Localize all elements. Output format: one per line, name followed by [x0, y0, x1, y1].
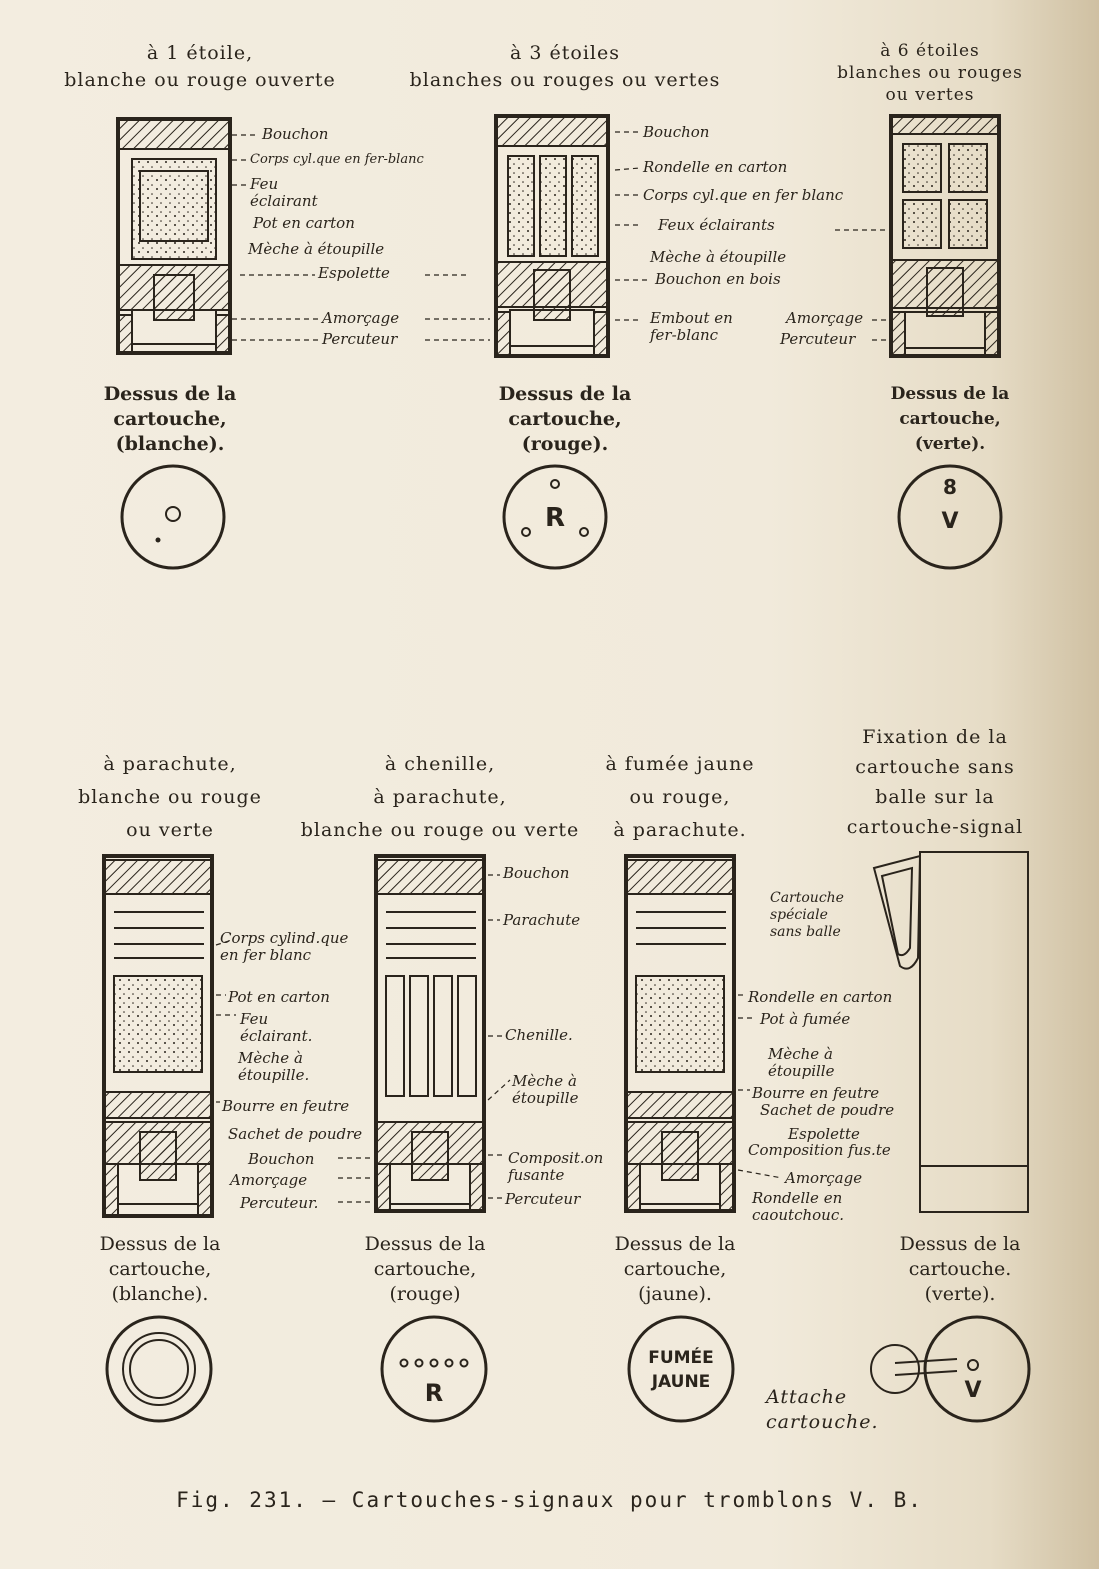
- label-amorcage-b3: Amorçage: [785, 1169, 863, 1187]
- label-corps: Corps cyl.que en fer-blanc: [250, 152, 424, 167]
- top-header-2: à 3 étoiles blanches ou rouges ou vertes: [409, 42, 721, 91]
- label-rondelle-b3: Rondelle en carton: [748, 988, 893, 1006]
- top-circle-3-mark-8: 8: [943, 475, 957, 499]
- label-attache: Attache cartouche.: [766, 1386, 879, 1433]
- fixation-drawing: [872, 851, 1029, 1213]
- label-bouchon-b2: Bouchon: [503, 864, 570, 882]
- bottom-header-1: à parachute, blanche ou rouge ou verte: [78, 753, 262, 841]
- label-percuteur-b1: Percuteur.: [240, 1194, 319, 1212]
- bottom-circle-3-line2: JAUNE: [651, 1372, 711, 1392]
- label-pot-b1: Pot en carton: [228, 988, 330, 1006]
- bottom-header-4: Fixation de la cartouche sans balle sur …: [846, 726, 1024, 838]
- top-caption-1: Dessus de la cartouche, (blanche).: [103, 383, 237, 455]
- label-bourre-b1: Bourre en feutre: [222, 1097, 350, 1115]
- label-feux-2: Feux éclairants: [658, 216, 775, 234]
- label-amorcage-b1: Amorçage: [230, 1171, 308, 1189]
- label-meche-b3: Mèche à étoupille: [768, 1045, 835, 1080]
- label-rondelle-2: Rondelle en carton: [643, 158, 788, 176]
- label-meche-2: Mèche à étoupille: [650, 248, 787, 266]
- label-rondelle-caout-b3: Rondelle en caoutchouc.: [752, 1189, 844, 1224]
- bottom-view-circle-2: R: [380, 1315, 488, 1423]
- label-bouchon: Bouchon: [262, 125, 329, 143]
- label-bouchon-bois-2: Bouchon en bois: [655, 270, 781, 288]
- label-amorcage: Amorçage: [322, 309, 400, 327]
- label-meche-b1: Mèche à étoupille.: [238, 1049, 310, 1084]
- bottom-header-3: à fumée jaune ou rouge, à parachute.: [605, 753, 755, 841]
- bottom-circle-4-mark: V: [964, 1378, 981, 1403]
- bottom-caption-3: Dessus de la cartouche, (jaune).: [614, 1233, 736, 1305]
- label-corps-b1: Corps cylind.que en fer blanc: [220, 929, 349, 964]
- label-feu-b1: Feu éclairant.: [240, 1010, 313, 1045]
- label-chenille-b2: Chenille.: [505, 1026, 573, 1044]
- label-bourre-b3: Bourre en feutre: [752, 1084, 880, 1102]
- leader-lines-2: [215, 874, 783, 1203]
- label-pot: Pot en carton: [253, 214, 355, 232]
- label-embout-2: Embout en fer-blanc: [650, 309, 733, 344]
- label-bouchon-2: Bouchon: [643, 123, 710, 141]
- label-percuteur-b2: Percuteur: [505, 1190, 581, 1208]
- top-view-circle-3: 8 V: [897, 464, 1003, 570]
- top-circle-2-mark: R: [545, 503, 565, 533]
- bottom-caption-1: Dessus de la cartouche, (blanche).: [99, 1233, 221, 1305]
- cartridge-parachute: [102, 854, 214, 1218]
- label-meche: Mèche à étoupille: [248, 240, 385, 258]
- bottom-header-2: à chenille, à parachute, blanche ou roug…: [300, 753, 580, 841]
- label-amorcage-3: Amorçage: [786, 309, 864, 327]
- label-compo-b3: Composition fus.te: [748, 1141, 891, 1159]
- top-view-circle-1: [120, 464, 226, 570]
- cartridge-1-star: [116, 117, 232, 355]
- leader-lines-1: [232, 131, 890, 341]
- label-bouchon-b1: Bouchon: [248, 1150, 315, 1168]
- top-caption-2: Dessus de la cartouche, (rouge).: [498, 383, 632, 455]
- top-caption-3: Dessus de la cartouche, (verte).: [890, 384, 1010, 454]
- cartridge-chenille: [374, 854, 486, 1213]
- label-sachet-b1: Sachet de poudre: [228, 1125, 363, 1143]
- label-cartouche-speciale: Cartouche spéciale sans balle: [770, 890, 844, 940]
- bottom-circle-3-line1: FUMÉE: [648, 1346, 714, 1368]
- label-percuteur: Percuteur: [322, 330, 398, 348]
- label-feu: Feu éclairant: [250, 175, 318, 210]
- bottom-caption-2: Dessus de la cartouche, (rouge): [364, 1233, 486, 1305]
- top-view-circle-2: R: [502, 464, 608, 570]
- cartridge-6-stars: [889, 114, 1001, 358]
- label-parachute-b2: Parachute: [503, 911, 581, 929]
- bottom-view-circle-4: V: [870, 1315, 1031, 1423]
- top-header-3: à 6 étoiles blanches ou rouges ou vertes: [837, 41, 1023, 105]
- bottom-circle-2-mark: R: [425, 1379, 443, 1407]
- top-circle-3-mark-v: V: [941, 509, 958, 534]
- label-corps-2: Corps cyl.que en fer blanc: [643, 186, 844, 204]
- cartridge-fumee: [624, 854, 736, 1213]
- label-sachet-b3: Sachet de poudre: [760, 1101, 895, 1119]
- label-espolette: Espolette: [318, 264, 390, 282]
- label-meche-b2: Mèche à étoupille: [512, 1072, 579, 1107]
- bottom-view-circle-1: [105, 1315, 213, 1423]
- label-compo-b2: Composit.on fusante: [508, 1149, 604, 1184]
- cartridge-3-stars: [494, 114, 610, 358]
- top-header-1: à 1 étoile, blanche ou rouge ouverte: [64, 42, 336, 91]
- bottom-view-circle-3: FUMÉE JAUNE: [627, 1315, 735, 1423]
- label-pot-fumee-b3: Pot à fumée: [760, 1010, 851, 1028]
- label-espolette-b3: Espolette: [788, 1125, 860, 1143]
- figure-caption: Fig. 231. — Cartouches-signaux pour trom…: [176, 1488, 923, 1512]
- label-percuteur-3: Percuteur: [780, 330, 856, 348]
- bottom-caption-4: Dessus de la cartouche. (verte).: [899, 1233, 1021, 1305]
